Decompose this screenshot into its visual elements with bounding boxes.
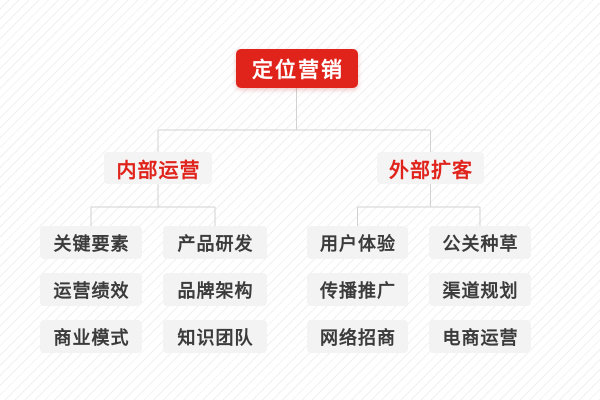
- leaf-node: 产品研发: [163, 226, 267, 259]
- leaf-node: 知识团队: [163, 320, 267, 353]
- leaf-node: 关键要素: [40, 226, 142, 259]
- branch-node-external-expansion: 外部扩客: [377, 152, 484, 184]
- leaf-node: 商业模式: [40, 320, 142, 353]
- root-node: 定位营销: [236, 49, 358, 88]
- leaf-node: 品牌架构: [163, 273, 267, 306]
- leaf-node: 渠道规划: [429, 273, 531, 306]
- leaf-node: 公关种草: [429, 226, 531, 259]
- branch-node-internal-operations: 内部运营: [104, 152, 212, 184]
- leaf-node: 网络招商: [307, 320, 408, 353]
- leaf-group-external: 用户体验 公关种草 传播推广 渠道规划 网络招商 电商运营: [307, 226, 531, 353]
- leaf-node: 电商运营: [429, 320, 531, 353]
- leaf-node: 运营绩效: [40, 273, 142, 306]
- leaf-node: 传播推广: [307, 273, 408, 306]
- leaf-group-internal: 关键要素 产品研发 运营绩效 品牌架构 商业模式 知识团队: [40, 226, 267, 353]
- leaf-node: 用户体验: [307, 226, 408, 259]
